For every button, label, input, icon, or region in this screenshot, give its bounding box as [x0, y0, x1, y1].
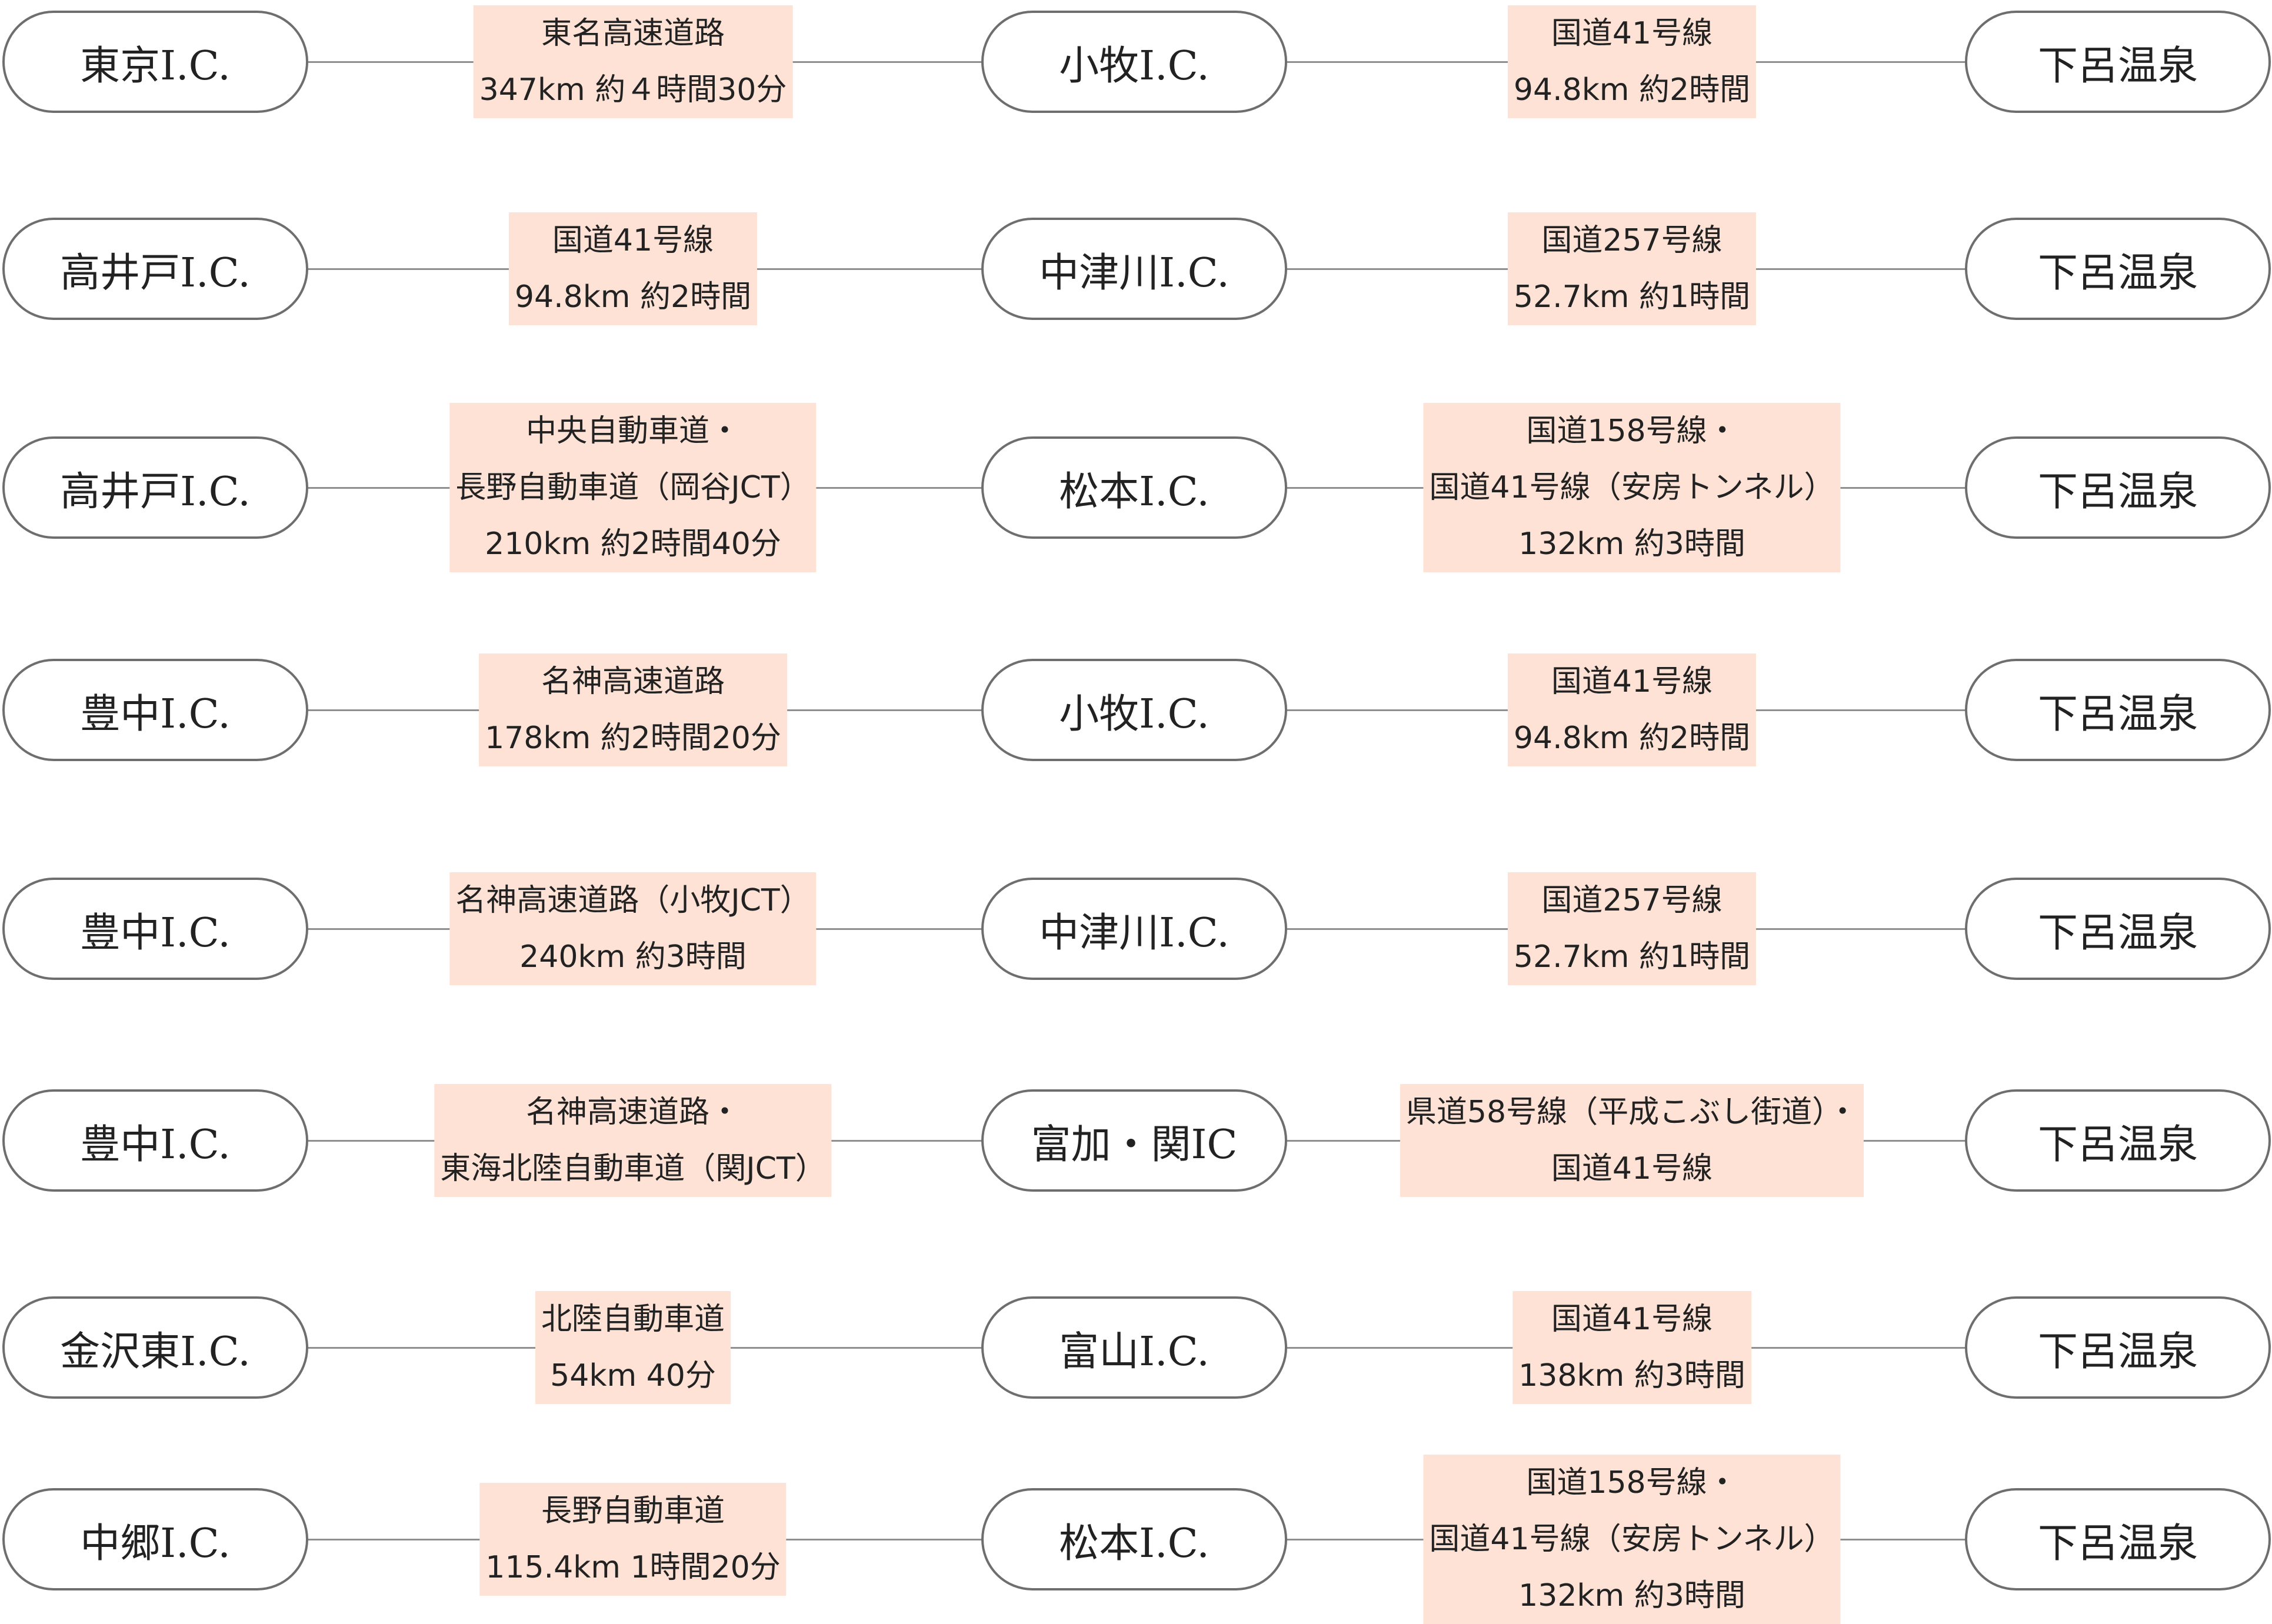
leg-line: 国道41号線 — [1551, 1302, 1713, 1337]
second-leg-label: 国道257号線 52.7km 約1時間 — [1507, 872, 1757, 985]
route-row: 豊中I.C. 名神高速道路 178km 約2時間20分 小牧I.C. 国道41号… — [0, 653, 2272, 766]
route-row: 豊中I.C. 名神高速道路（小牧JCT） 240km 約3時間 中津川I.C. … — [0, 872, 2272, 985]
start-interchange: 東京I.C. — [2, 11, 308, 113]
via-interchange: 富加・関IC — [981, 1089, 1287, 1192]
leg-line: 94.8km 約2時間 — [514, 279, 752, 315]
start-interchange: 中郷I.C. — [2, 1488, 308, 1590]
second-leg-label: 国道41号線 94.8km 約2時間 — [1507, 5, 1757, 118]
leg-line: 132km 約3時間 — [1518, 1578, 1745, 1613]
leg-line: 54km 40分 — [550, 1358, 716, 1393]
leg-line: 347km 約４時間30分 — [479, 72, 787, 108]
leg-line: 名神高速道路 — [541, 664, 725, 699]
leg-line: 132km 約3時間 — [1518, 526, 1745, 562]
destination-node: 下呂温泉 — [1965, 11, 2271, 113]
leg-line: 国道41号線（安房トンネル） — [1429, 470, 1835, 505]
first-leg-label: 東名高速道路 347km 約４時間30分 — [473, 5, 793, 118]
leg-line: 178km 約2時間20分 — [485, 721, 781, 756]
route-row: 豊中I.C. 名神高速道路・ 東海北陸自動車道（関JCT） 富加・関IC 県道5… — [0, 1084, 2272, 1197]
leg-line: 94.8km 約2時間 — [1513, 721, 1751, 756]
leg-line: 東名高速道路 — [541, 16, 725, 51]
leg-line: 115.4km 1時間20分 — [485, 1550, 781, 1585]
leg-line: 国道41号線 — [1551, 1151, 1713, 1186]
first-leg-label: 名神高速道路（小牧JCT） 240km 約3時間 — [449, 872, 817, 985]
destination-node: 下呂温泉 — [1965, 659, 2271, 761]
leg-line: 名神高速道路・ — [525, 1095, 741, 1130]
leg-line: 県道58号線（平成こぶし街道）・ — [1405, 1095, 1858, 1130]
leg-line: 国道257号線 — [1541, 223, 1723, 258]
via-interchange: 小牧I.C. — [981, 11, 1287, 113]
leg-line: 北陸自動車道 — [541, 1302, 725, 1337]
via-interchange: 松本I.C. — [981, 436, 1287, 539]
leg-line: 国道158号線・ — [1526, 1465, 1738, 1500]
leg-line: 94.8km 約2時間 — [1513, 72, 1751, 108]
via-interchange: 中津川I.C. — [981, 878, 1287, 980]
route-row: 金沢東I.C. 北陸自動車道 54km 40分 富山I.C. 国道41号線 13… — [0, 1291, 2272, 1404]
leg-line: 長野自動車道（岡谷JCT） — [455, 470, 811, 505]
second-leg-label: 県道58号線（平成こぶし街道）・ 国道41号線 — [1400, 1084, 1864, 1197]
route-row: 東京I.C. 東名高速道路 347km 約４時間30分 小牧I.C. 国道41号… — [0, 5, 2272, 118]
via-interchange: 中津川I.C. — [981, 218, 1287, 320]
second-leg-label: 国道41号線 138km 約3時間 — [1513, 1291, 1751, 1404]
first-leg-label: 中央自動車道・ 長野自動車道（岡谷JCT） 210km 約2時間40分 — [449, 403, 817, 572]
start-interchange: 金沢東I.C. — [2, 1296, 308, 1399]
destination-node: 下呂温泉 — [1965, 878, 2271, 980]
start-interchange: 高井戸I.C. — [2, 218, 308, 320]
first-leg-label: 長野自動車道 115.4km 1時間20分 — [479, 1483, 787, 1596]
leg-line: 国道41号線 — [1551, 16, 1713, 51]
leg-line: 国道41号線 — [1551, 664, 1713, 699]
leg-line: 210km 約2時間40分 — [485, 526, 781, 562]
route-row: 高井戸I.C. 中央自動車道・ 長野自動車道（岡谷JCT） 210km 約2時間… — [0, 403, 2272, 572]
destination-node: 下呂温泉 — [1965, 1296, 2271, 1399]
first-leg-label: 北陸自動車道 54km 40分 — [535, 1291, 731, 1404]
destination-node: 下呂温泉 — [1965, 218, 2271, 320]
start-interchange: 高井戸I.C. — [2, 436, 308, 539]
leg-line: 国道41号線 — [552, 223, 714, 258]
start-interchange: 豊中I.C. — [2, 878, 308, 980]
leg-line: 中央自動車道・ — [525, 413, 741, 449]
leg-line: 138km 約3時間 — [1518, 1358, 1745, 1393]
via-interchange: 松本I.C. — [981, 1488, 1287, 1590]
leg-line: 52.7km 約1時間 — [1513, 939, 1751, 975]
second-leg-label: 国道257号線 52.7km 約1時間 — [1507, 212, 1757, 325]
route-row: 中郷I.C. 長野自動車道 115.4km 1時間20分 松本I.C. 国道15… — [0, 1455, 2272, 1624]
destination-node: 下呂温泉 — [1965, 1488, 2271, 1590]
second-leg-label: 国道158号線・ 国道41号線（安房トンネル） 132km 約3時間 — [1423, 1455, 1841, 1624]
route-row: 高井戸I.C. 国道41号線 94.8km 約2時間 中津川I.C. 国道257… — [0, 212, 2272, 325]
via-interchange: 小牧I.C. — [981, 659, 1287, 761]
leg-line: 国道158号線・ — [1526, 413, 1738, 449]
leg-line: 東海北陸自動車道（関JCT） — [440, 1151, 826, 1186]
leg-line: 240km 約3時間 — [519, 939, 747, 975]
second-leg-label: 国道158号線・ 国道41号線（安房トンネル） 132km 約3時間 — [1423, 403, 1841, 572]
start-interchange: 豊中I.C. — [2, 659, 308, 761]
leg-line: 長野自動車道 — [541, 1493, 725, 1529]
leg-line: 52.7km 約1時間 — [1513, 279, 1751, 315]
first-leg-label: 名神高速道路 178km 約2時間20分 — [479, 653, 787, 766]
via-interchange: 富山I.C. — [981, 1296, 1287, 1399]
start-interchange: 豊中I.C. — [2, 1089, 308, 1192]
leg-line: 国道41号線（安房トンネル） — [1429, 1522, 1835, 1557]
leg-line: 国道257号線 — [1541, 883, 1723, 918]
destination-node: 下呂温泉 — [1965, 436, 2271, 539]
leg-line: 名神高速道路（小牧JCT） — [455, 883, 811, 918]
second-leg-label: 国道41号線 94.8km 約2時間 — [1507, 653, 1757, 766]
first-leg-label: 名神高速道路・ 東海北陸自動車道（関JCT） — [434, 1084, 832, 1197]
destination-node: 下呂温泉 — [1965, 1089, 2271, 1192]
first-leg-label: 国道41号線 94.8km 約2時間 — [508, 212, 758, 325]
